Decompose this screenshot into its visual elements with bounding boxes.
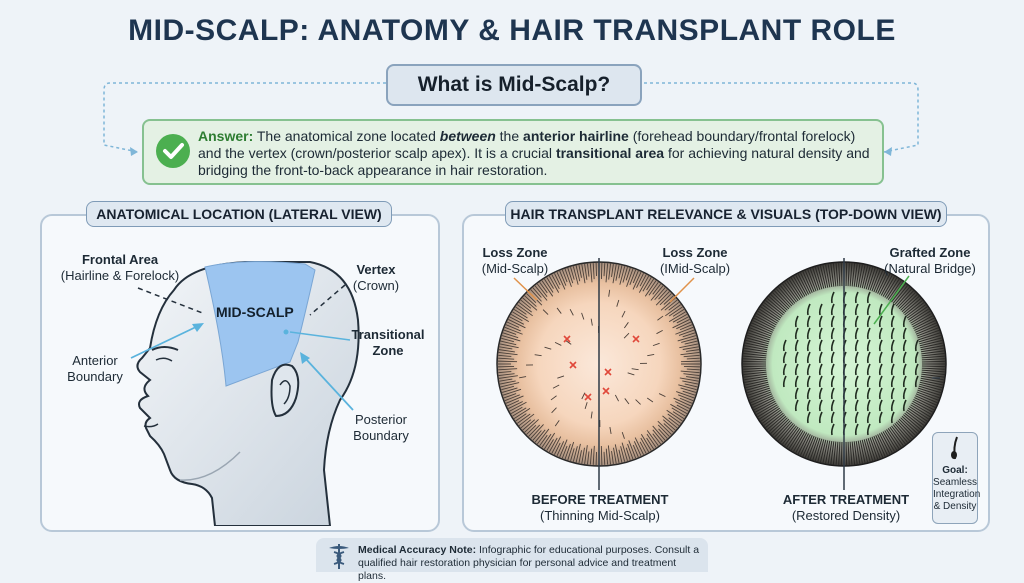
loss-zone-right-sub: (IMid-Scalp) (660, 261, 730, 276)
hair-strand (743, 366, 766, 367)
caduceus-icon (326, 542, 352, 570)
frontal-area-title: Frontal Area (82, 252, 158, 267)
answer-part: The anatomical zone located (253, 128, 440, 144)
anterior-boundary-line1: Anterior (72, 353, 118, 368)
hair-strand (922, 366, 945, 367)
after-treatment-sub: (Restored Density) (792, 508, 900, 523)
hair-strand (601, 446, 602, 465)
posterior-boundary-line1: Posterior (355, 412, 407, 427)
frontal-area-label: Frontal Area (Hairline & Forelock) (50, 252, 190, 284)
goal-text: Seamless Integration & Density (933, 477, 980, 512)
grafted-zone-sub: (Natural Bridge) (884, 261, 976, 276)
right-panel-header: HAIR TRANSPLANT RELEVANCE & VISUALS (TOP… (505, 201, 947, 227)
before-treatment-caption: BEFORE TREATMENT (Thinning Mid-Scalp) (518, 492, 682, 524)
vertex-title: Vertex (356, 262, 395, 277)
hair-strand (846, 442, 847, 465)
grafted-zone-title: Grafted Zone (890, 245, 971, 260)
loss-zone-left-label: Loss Zone (Mid-Scalp) (470, 245, 560, 277)
vertex-sub: (Crown) (353, 278, 399, 293)
answer-box: Answer: The anatomical zone located betw… (142, 119, 884, 185)
goal-box: Goal: Seamless Integration & Density (932, 432, 978, 524)
medical-note-text: Medical Accuracy Note: Infographic for e… (358, 544, 704, 583)
loss-zone-left-title: Loss Zone (482, 245, 547, 260)
after-treatment-title: AFTER TREATMENT (783, 492, 909, 507)
anterior-boundary-line2: Boundary (67, 369, 123, 384)
answer-label: Answer: (198, 128, 253, 144)
posterior-boundary-label: Posterior Boundary (346, 412, 416, 444)
answer-text: Answer: The anatomical zone located betw… (198, 128, 874, 179)
transitional-zone-line2: Zone (372, 343, 403, 358)
frontal-area-sub: (Hairline & Forelock) (61, 268, 179, 283)
midscalp-label: MID-SCALP (216, 304, 294, 320)
answer-part: the (496, 128, 523, 144)
hair-strand (841, 442, 842, 465)
transitional-zone-label: Transitional Zone (346, 327, 430, 359)
after-treatment-caption: AFTER TREATMENT (Restored Density) (764, 492, 928, 524)
hair-strand (498, 361, 517, 362)
question-box: What is Mid-Scalp? (386, 64, 642, 106)
goal-label: Goal: (942, 465, 968, 476)
medical-note-box: Medical Accuracy Note: Infographic for e… (316, 538, 708, 572)
hair-strand (846, 263, 847, 286)
hair-strand (681, 361, 700, 362)
before-treatment-title: BEFORE TREATMENT (532, 492, 669, 507)
anterior-boundary-label: Anterior Boundary (62, 353, 128, 385)
hair-follicle-icon (933, 433, 977, 461)
check-icon (156, 134, 190, 168)
loss-zone-left-sub: (Mid-Scalp) (482, 261, 548, 276)
hair-strand (743, 361, 766, 362)
hair-strand (922, 361, 945, 362)
grafted-zone-label: Grafted Zone (Natural Bridge) (876, 245, 984, 277)
medical-note-label: Medical Accuracy Note: (358, 544, 476, 556)
answer-emphasis: between (440, 128, 496, 144)
hair-strand (841, 263, 842, 286)
loss-zone-right-title: Loss Zone (662, 245, 727, 260)
left-panel-header: ANATOMICAL LOCATION (LATERAL VIEW) (86, 201, 392, 227)
posterior-boundary-line2: Boundary (353, 428, 409, 443)
before-treatment-sub: (Thinning Mid-Scalp) (540, 508, 660, 523)
vertex-label: Vertex (Crown) (346, 262, 406, 294)
answer-anterior-hairline: anterior hairline (523, 128, 629, 144)
transitional-zone-line1: Transitional (352, 327, 425, 342)
loss-zone-right-label: Loss Zone (IMid-Scalp) (650, 245, 740, 277)
answer-transitional-area: transitional area (556, 145, 664, 161)
